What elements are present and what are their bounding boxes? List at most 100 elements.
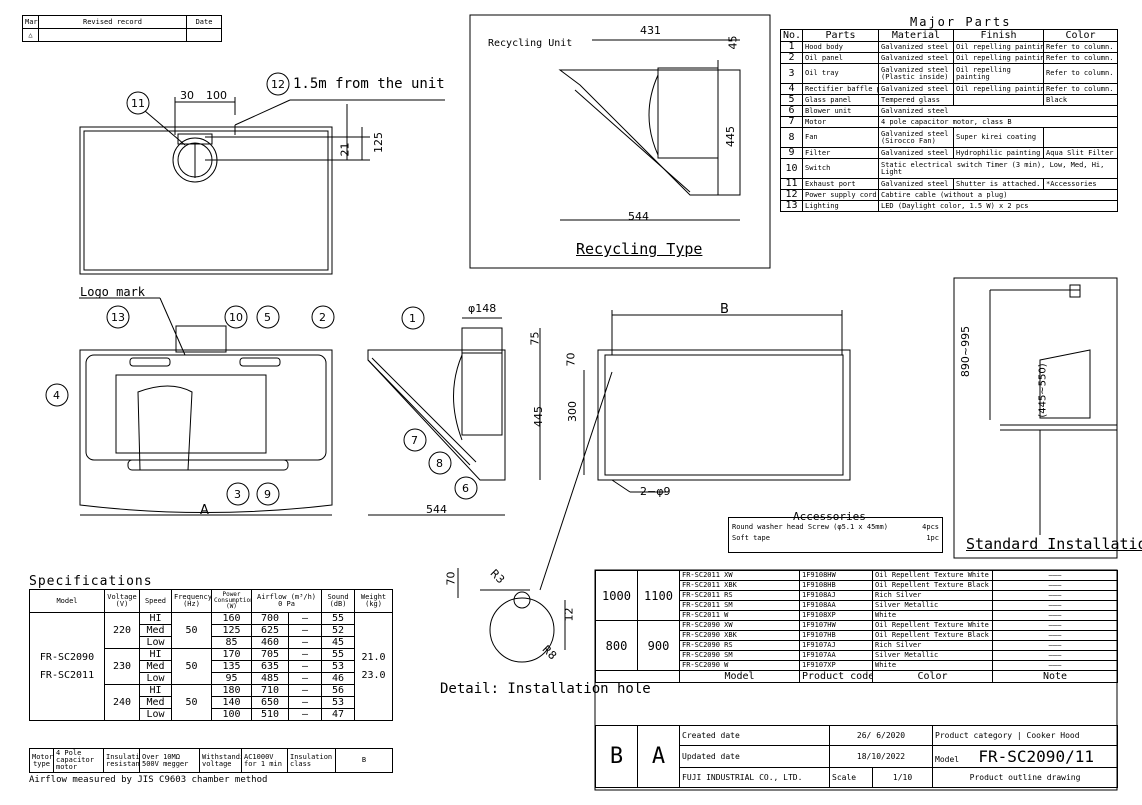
specs-power: 135: [211, 660, 252, 673]
model-color: Rich Silver: [872, 640, 993, 651]
product-category: Product category | Cooker Hood: [932, 725, 1119, 746]
specs-header-frequency: Frequency (Hz): [171, 589, 212, 613]
standard-installation-title: Standard Installation: [966, 535, 1142, 553]
specs-blank: —: [287, 672, 323, 685]
part-color: [1043, 127, 1118, 148]
part-finish: [953, 94, 1044, 106]
models-header-3: Note: [992, 670, 1118, 683]
product-code: 1F9108XP: [799, 610, 873, 621]
specs-frequency: 50: [171, 612, 212, 649]
specs-header-voltage: Voltage (V): [104, 589, 140, 613]
product-code: 1F9108AJ: [799, 590, 873, 601]
part-name: Hood body: [802, 41, 879, 53]
part-color: Refer to column.: [1043, 52, 1118, 64]
specs-speed: Med: [139, 696, 172, 709]
specs-power: 125: [211, 624, 252, 637]
dim-544-recycling: 544: [628, 210, 649, 223]
motor-type-value: 4 Pole capacitor motor: [53, 748, 104, 773]
model-code: FR-SC2011 SM: [679, 600, 800, 611]
models-header-0: Model: [679, 670, 800, 683]
specs-blank: —: [287, 636, 323, 649]
accessory-qty: 1pc: [926, 534, 939, 542]
part-color: Refer to column.: [1043, 63, 1118, 84]
callout-8: 8: [436, 457, 443, 470]
dim-125: 125: [372, 132, 385, 153]
part-name: Switch: [802, 158, 879, 179]
dim-A: A: [200, 503, 209, 518]
product-code: 1F9108HW: [799, 570, 873, 581]
callout-3: 3: [234, 488, 241, 501]
model-color: White: [872, 610, 993, 621]
specs-sound: 46: [321, 672, 356, 685]
callout-9: 9: [264, 488, 271, 501]
specs-header-speed: Speed: [139, 589, 172, 613]
part-material: Galvanized steel: [878, 105, 1118, 117]
install-hole-circle: [489, 597, 555, 663]
specs-blank: —: [287, 660, 323, 673]
model-number: FR-SC2090/11: [978, 746, 1094, 766]
specs-speed: Low: [139, 672, 172, 685]
dim-70-back: 70: [564, 352, 578, 367]
model-code: FR-SC2011 XW: [679, 570, 800, 581]
created-date-value: 26/ 6/2020: [828, 725, 934, 746]
dim-100: 100: [206, 89, 227, 102]
mp-header-no: No.: [780, 29, 803, 42]
specs-header-power: Power Consumption (W): [211, 589, 252, 613]
dim-45: 45: [726, 35, 740, 50]
specs-power: 85: [211, 636, 252, 649]
specs-table: Model Voltage (V) Speed Frequency (Hz) P…: [29, 589, 394, 721]
withstanding-label: Withstanding voltage: [199, 748, 242, 773]
specs-power: 170: [211, 648, 252, 661]
specs-speed: HI: [139, 684, 172, 697]
part-no: 7: [780, 116, 803, 128]
specs-sound: 55: [321, 648, 356, 661]
part-no: 6: [780, 105, 803, 117]
specs-speed: HI: [139, 612, 172, 625]
callout-7: 7: [411, 434, 418, 447]
product-code: 1F9107HW: [799, 620, 873, 631]
specs-blank: —: [287, 624, 323, 637]
part-material: Tempered glass: [878, 94, 954, 106]
part-finish: Super kirei coating: [953, 127, 1044, 148]
model-cell: Model FR-SC2090/11: [932, 745, 1119, 768]
product-code: 1F9107XP: [799, 660, 873, 671]
specs-airflow: 705: [251, 648, 289, 661]
specs-airflow: 635: [251, 660, 289, 673]
insulation-class-value: B: [335, 748, 393, 773]
cable-note: 1.5m from the unit: [293, 76, 445, 92]
specs-voltage: 230: [104, 648, 140, 685]
model-note: ———: [992, 600, 1118, 611]
dim-544-side: 544: [426, 503, 447, 516]
dim-445-recycling: 445: [724, 126, 737, 147]
withstanding-value: AC1000V for 1 min: [241, 748, 288, 773]
model-note: ———: [992, 610, 1118, 621]
model-color: Oil Repellent Texture Black: [872, 580, 993, 591]
model-code: FR-SC2011 W: [679, 610, 800, 621]
product-code: 1F9108HB: [799, 580, 873, 591]
specs-blank: —: [287, 648, 323, 661]
product-code: 1F9107AJ: [799, 640, 873, 651]
part-name: Rectifier baffle panel: [802, 83, 879, 95]
insulation-res-value: Over 10MΩ 500V megger: [139, 748, 200, 773]
specs-sound: 56: [321, 684, 356, 697]
part-name: Exhaust port: [802, 178, 879, 190]
specs-airflow: 485: [251, 672, 289, 685]
dim-445-side: 445: [532, 406, 545, 427]
part-material: Galvanized steel: [878, 83, 954, 95]
block-letter-b: B: [595, 725, 638, 788]
part-no: 3: [780, 63, 803, 84]
part-material: 4 pole capacitor motor, class B: [878, 116, 1118, 128]
part-finish: Oil repelling painting: [953, 41, 1044, 53]
specs-power: 160: [211, 612, 252, 625]
motor-type-label: Motor type: [29, 748, 54, 773]
